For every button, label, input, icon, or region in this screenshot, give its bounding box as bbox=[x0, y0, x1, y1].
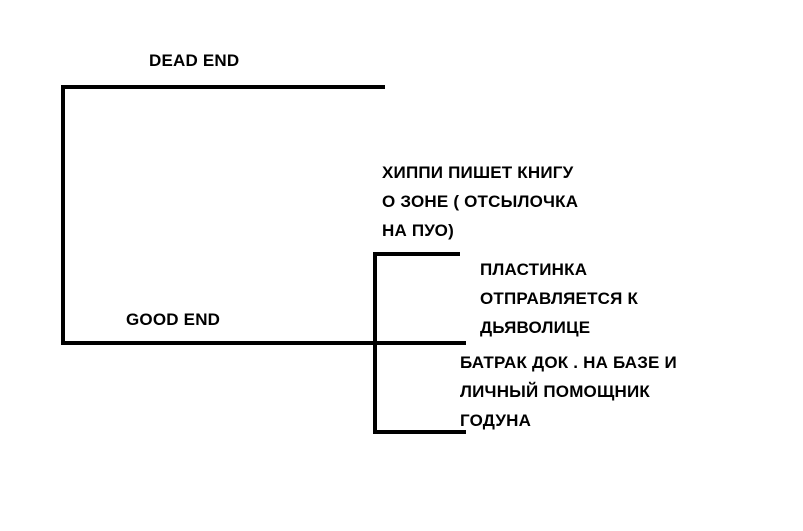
batrak-label: БАТРАК ДОК . НА БАЗЕ И ЛИЧНЫЙ ПОМОЩНИК Г… bbox=[460, 353, 677, 430]
good-end-label: GOOD END bbox=[126, 310, 221, 329]
batrak-branch-line bbox=[373, 430, 466, 434]
record-label: ПЛАСТИНКА ОТПРАВЛЯЕТСЯ К ДЬЯВОЛИЦЕ bbox=[480, 260, 639, 337]
main-vertical-line bbox=[61, 85, 65, 345]
dead-end-label: DEAD END bbox=[149, 51, 240, 70]
hippie-label: ХИППИ ПИШЕТ КНИГУ О ЗОНЕ ( ОТСЫЛОЧКА НА … bbox=[382, 163, 579, 240]
sub-branch-vertical-line bbox=[373, 252, 377, 434]
good-end-branch-line bbox=[61, 341, 466, 345]
hippie-branch-line bbox=[373, 252, 460, 256]
dead-end-branch-line bbox=[61, 85, 385, 89]
